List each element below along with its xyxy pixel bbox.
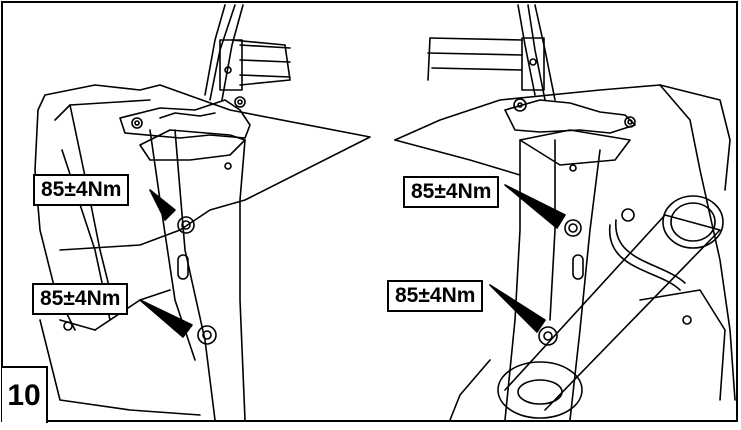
- right-assembly-drawing: [394, 4, 736, 421]
- step-number: 10: [2, 366, 48, 423]
- torque-label-left-lower: 85±4Nm: [32, 283, 129, 315]
- left-assembly-drawing: [34, 4, 371, 421]
- figure-frame: [1, 1, 738, 422]
- torque-label-left-upper: 85±4Nm: [33, 174, 130, 206]
- torque-label-right-upper: 85±4Nm: [403, 176, 500, 208]
- torque-label-right-lower: 85±4Nm: [387, 280, 484, 312]
